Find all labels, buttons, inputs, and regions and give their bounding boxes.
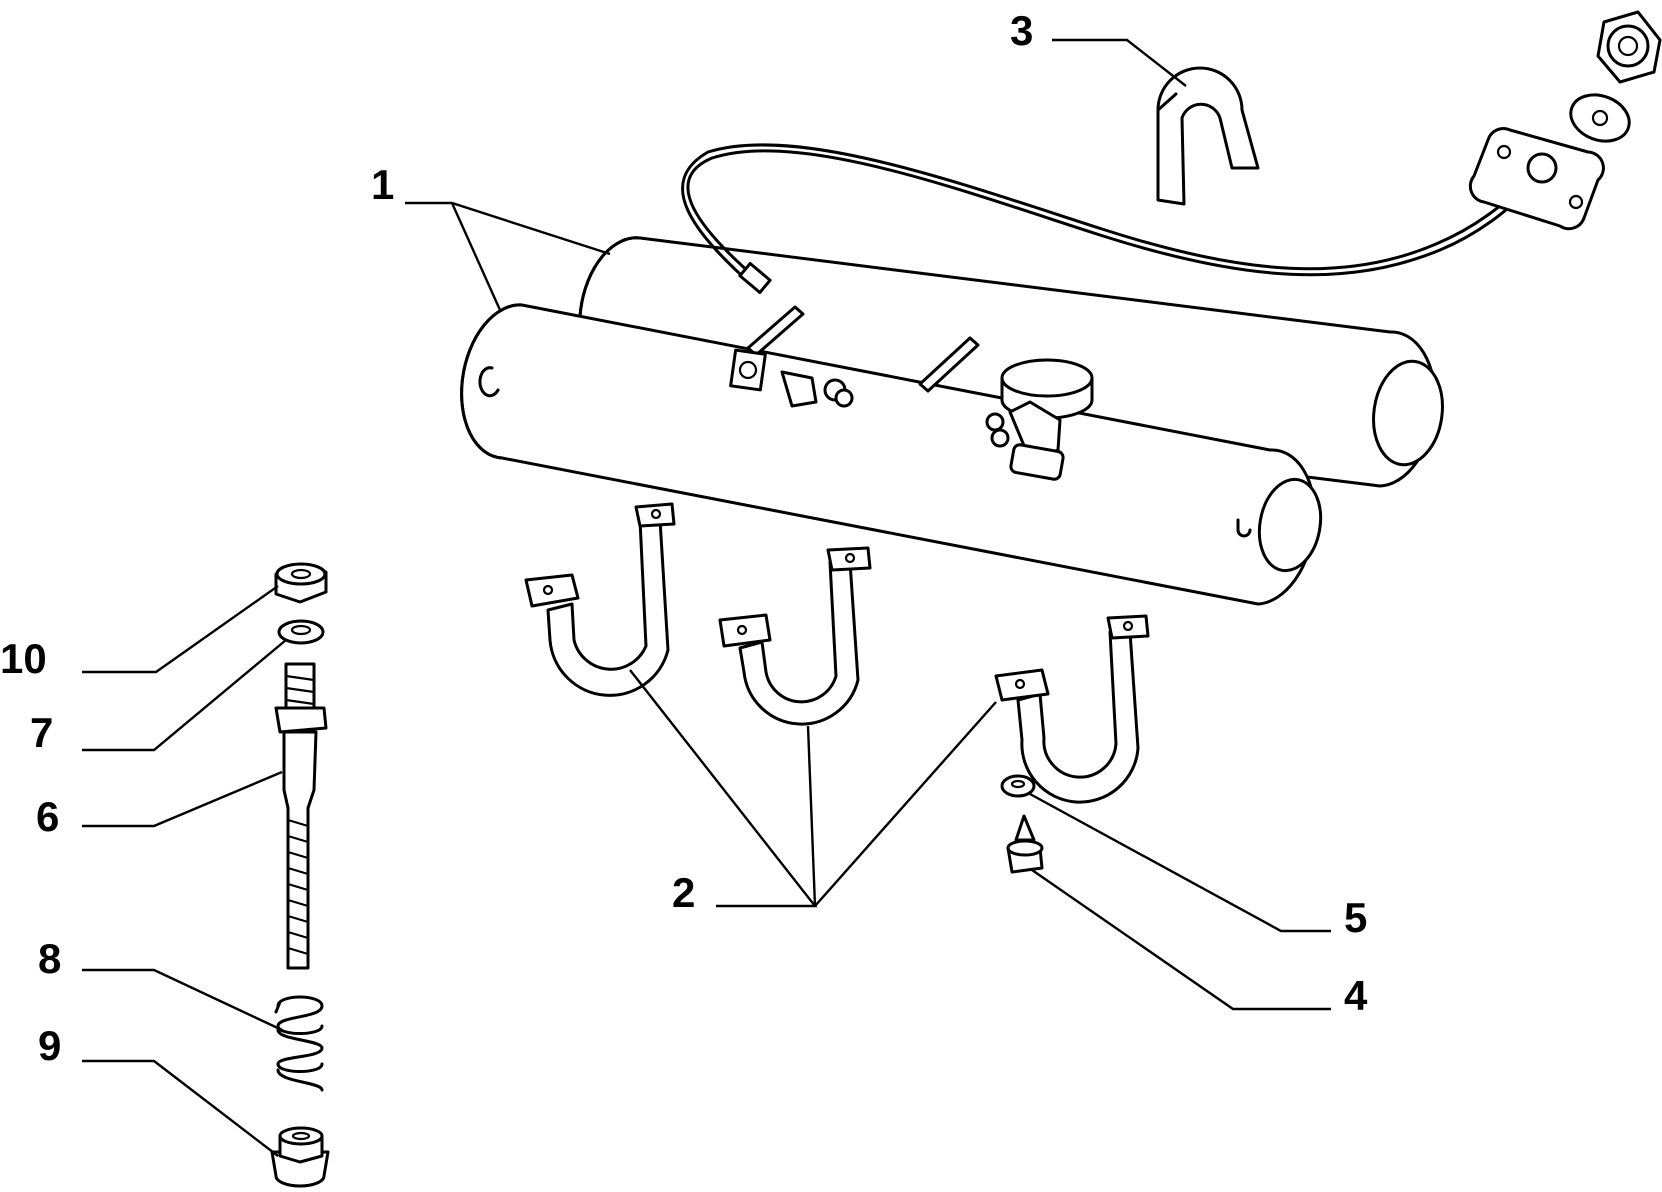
stud-washer bbox=[277, 619, 325, 645]
callout-1: 1 bbox=[371, 161, 395, 208]
tank-fittings bbox=[729, 348, 854, 408]
callout-4: 4 bbox=[1344, 972, 1368, 1019]
callout-7: 7 bbox=[30, 709, 54, 756]
hex-nut bbox=[274, 562, 328, 604]
callout-2: 2 bbox=[672, 869, 696, 916]
self-tapping-screw bbox=[1006, 814, 1044, 874]
callout-3: 3 bbox=[1010, 7, 1034, 54]
callout-8: 8 bbox=[38, 935, 62, 982]
multivalve bbox=[985, 358, 1094, 481]
mounting-strap-1 bbox=[524, 502, 676, 697]
leader-lines bbox=[82, 38, 1331, 1157]
tank-connector-rods bbox=[746, 305, 980, 393]
threaded-stud bbox=[274, 662, 328, 970]
callout-6: 6 bbox=[36, 793, 60, 840]
flange-nut bbox=[270, 1126, 330, 1188]
rear-tank bbox=[578, 236, 1444, 488]
callout-9: 9 bbox=[38, 1022, 62, 1069]
vent-pipe bbox=[681, 143, 1547, 294]
mounting-strap-3 bbox=[994, 614, 1150, 804]
washer bbox=[1000, 774, 1036, 798]
spring bbox=[274, 995, 324, 1092]
callout-5: 5 bbox=[1344, 894, 1368, 941]
vent-flange bbox=[1468, 10, 1662, 231]
mounting-strap-2 bbox=[718, 546, 872, 726]
u-clip bbox=[1156, 66, 1260, 206]
callout-10: 10 bbox=[0, 635, 47, 682]
front-tank bbox=[460, 303, 1323, 606]
